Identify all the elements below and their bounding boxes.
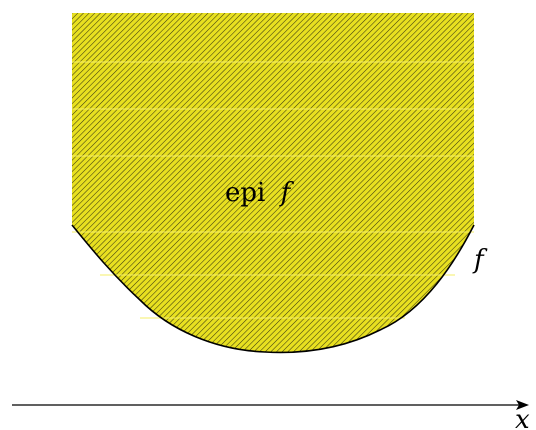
axis-arrowhead-icon [516,400,529,410]
epigraph-region [72,13,474,353]
hatch-bands [72,61,474,319]
region-label: epi f [225,178,295,208]
x-axis [12,400,529,410]
region-label-text: epi [225,178,265,208]
function-curve [71,224,475,354]
axis-label: x [515,405,530,430]
curve-label: f [472,245,488,275]
